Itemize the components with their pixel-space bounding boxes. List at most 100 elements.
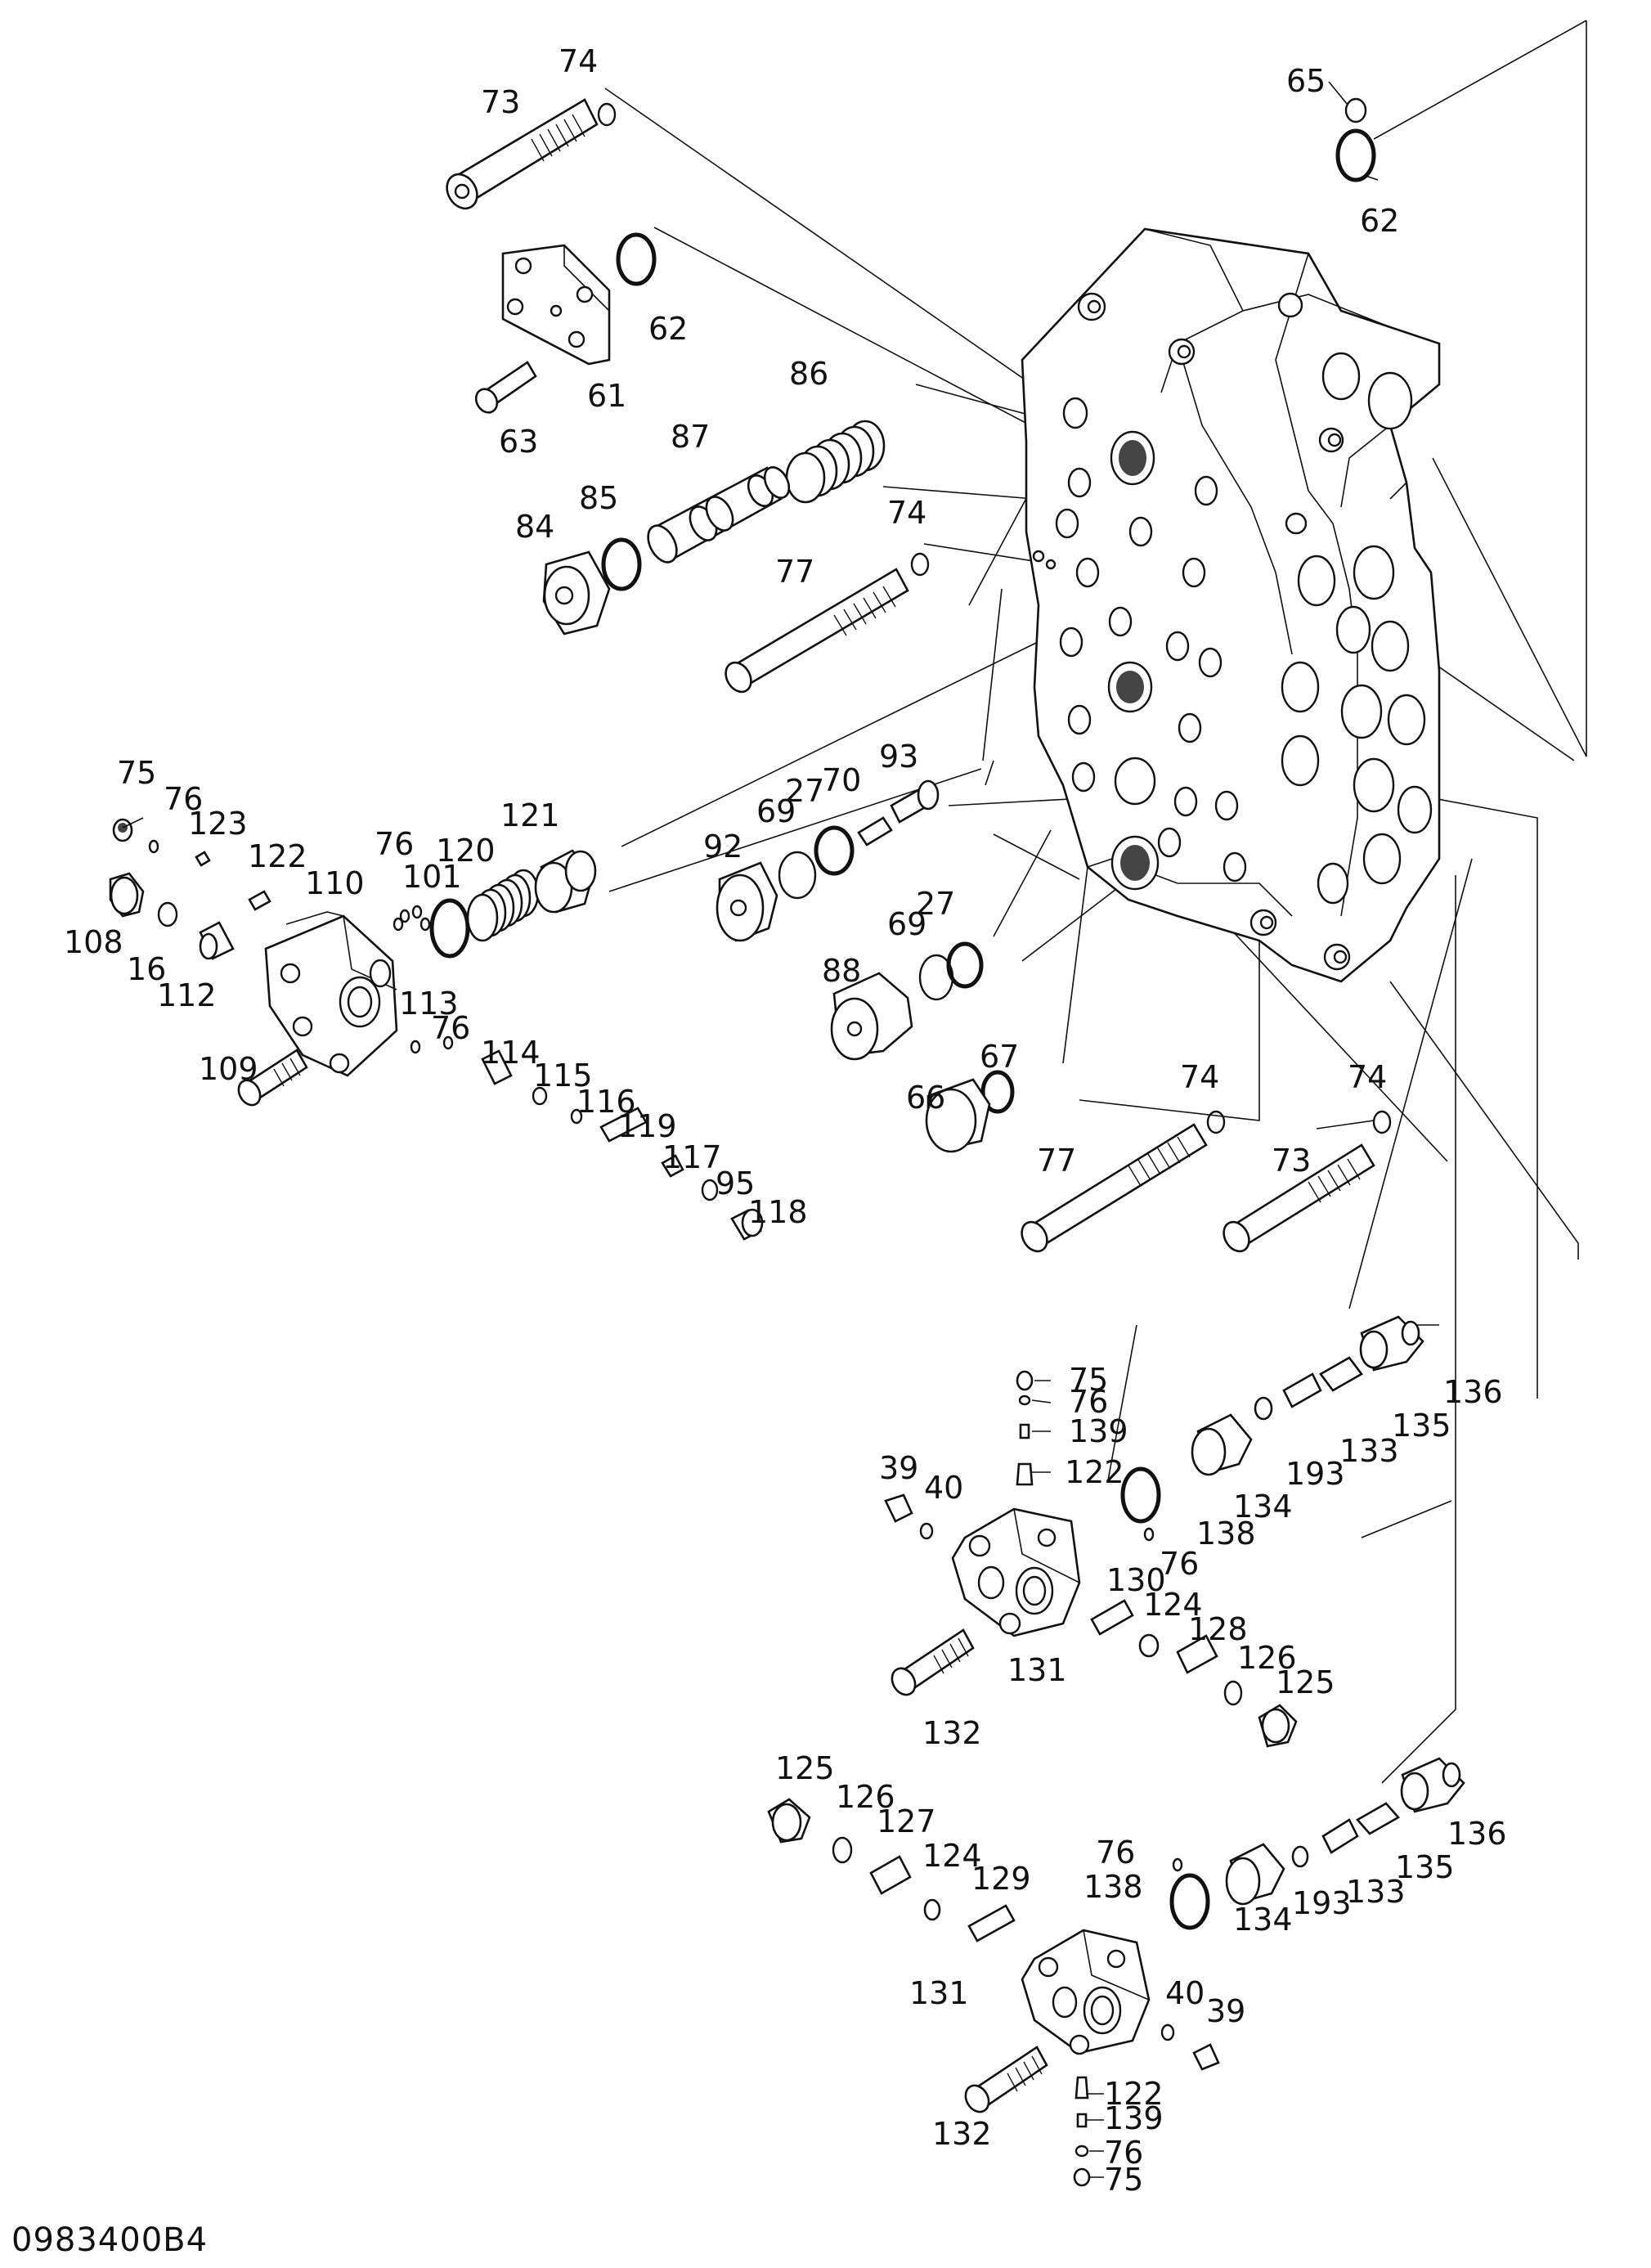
- plug-125-lower: [767, 1798, 811, 1844]
- callout-label: 130: [1106, 1562, 1166, 1598]
- callout-label: 121: [500, 797, 560, 833]
- callout-label: 133: [1346, 1874, 1406, 1910]
- spring-127: [869, 1855, 912, 1895]
- callout-label: 95: [716, 1165, 755, 1201]
- callout-label: 135: [1392, 1408, 1451, 1444]
- callout-label: 129: [971, 1861, 1031, 1897]
- callout-label: 122: [248, 838, 307, 874]
- callout-label: 66: [906, 1080, 945, 1116]
- callout-label: 76: [1160, 1546, 1199, 1582]
- callout-label: 74: [1348, 1059, 1387, 1095]
- callout-label: 39: [879, 1450, 918, 1486]
- callout-label: 118: [748, 1194, 808, 1230]
- bolt-73-low: [1223, 1143, 1375, 1253]
- callout-label: 139: [1069, 1413, 1128, 1449]
- callout-label: 76: [1096, 1835, 1135, 1871]
- oring-62-right: [1335, 128, 1376, 182]
- plug-92: [716, 861, 778, 942]
- oring-27-upper: [814, 825, 855, 876]
- callout-label: 61: [587, 378, 626, 414]
- pin-135-upper: [1319, 1356, 1363, 1392]
- bolt-73-top: [446, 98, 599, 210]
- callout-label: 119: [617, 1108, 677, 1144]
- oring-65: [1344, 97, 1367, 124]
- callout-label: 126: [836, 1779, 895, 1815]
- spring-117: [661, 1154, 684, 1178]
- callout-label: 134: [1233, 1902, 1293, 1938]
- callout-label: 76: [375, 826, 414, 862]
- callout-label: 92: [703, 829, 743, 865]
- oring-101: [429, 898, 470, 959]
- callout-label: 40: [924, 1470, 963, 1506]
- callout-label: 73: [481, 84, 520, 120]
- right-subassembly-lower: [767, 1757, 1465, 2187]
- callout-label: 16: [127, 951, 166, 987]
- callout-label: 115: [533, 1058, 593, 1094]
- plug-108: [109, 872, 145, 918]
- spring-128: [1176, 1634, 1218, 1674]
- plug-125-upper: [1258, 1704, 1298, 1748]
- callout-label: 108: [64, 924, 123, 960]
- callout-label: 73: [1272, 1143, 1311, 1179]
- diagram-code: 0983400B4: [11, 2221, 209, 2259]
- bolt-63: [474, 361, 537, 414]
- callout-label: 125: [775, 1750, 835, 1786]
- spring-120: [466, 869, 540, 942]
- bolt-77-low: [1021, 1123, 1208, 1253]
- callout-label: 65: [1286, 63, 1326, 99]
- callout-label: 77: [775, 554, 814, 590]
- washer-69-lower: [918, 954, 954, 1001]
- callout-label: 193: [1285, 1456, 1345, 1492]
- callout-label: 132: [932, 2116, 992, 2152]
- oring-27-lower: [946, 941, 984, 989]
- callout-label: 117: [662, 1139, 722, 1175]
- callout-label: 75: [1104, 2162, 1143, 2198]
- callout-label: 62: [648, 311, 688, 347]
- plug-136-upper: [1359, 1315, 1424, 1372]
- spring-86: [785, 420, 886, 504]
- callout-label: 122: [1065, 1454, 1124, 1490]
- callout-label: 124: [922, 1838, 982, 1874]
- callout-label: 133: [1339, 1433, 1399, 1469]
- plug-39-upper: [884, 1493, 913, 1523]
- cap-75-left: [112, 818, 133, 842]
- plug-136-lower: [1400, 1757, 1465, 1813]
- callout-label: 122: [1104, 2076, 1164, 2112]
- bolt-132-lower: [964, 2046, 1048, 2113]
- callout-label: 40: [1165, 1975, 1205, 2011]
- callout-label: 110: [305, 865, 365, 901]
- callout-label: 131: [909, 1975, 969, 2011]
- callout-label: 27: [785, 773, 824, 809]
- bolt-93: [890, 779, 940, 824]
- oring-85: [601, 537, 642, 591]
- washer-74-b1: [1206, 1110, 1226, 1134]
- callout-label: 136: [1447, 1816, 1507, 1852]
- callout-label: 135: [1395, 1849, 1455, 1885]
- callout-label: 193: [1292, 1885, 1352, 1921]
- callout-label: 76: [1104, 2135, 1143, 2171]
- callout-label: 75: [1069, 1362, 1108, 1398]
- housing-110: [264, 911, 398, 1077]
- pin-119: [599, 1107, 648, 1143]
- pin-130: [1090, 1599, 1134, 1636]
- pin-122-left: [248, 890, 271, 911]
- washer-69-upper: [778, 851, 817, 900]
- washer-74-top: [597, 102, 617, 127]
- plug-66: [925, 1078, 991, 1153]
- callout-label: 76: [1069, 1384, 1108, 1420]
- housing-131-upper: [951, 1507, 1081, 1637]
- callout-label: 112: [157, 977, 217, 1013]
- callout-label: 86: [789, 356, 828, 392]
- callout-label: 76: [431, 1010, 470, 1046]
- callout-label: 126: [1237, 1640, 1297, 1676]
- plug-88: [830, 972, 913, 1061]
- callout-label: 123: [188, 806, 248, 842]
- right-subassembly-upper: [884, 1315, 1424, 1748]
- housing-131-lower: [1021, 1929, 1151, 2055]
- bolt-109: [237, 1049, 308, 1107]
- callout-label: 75: [117, 755, 156, 791]
- callout-label: 136: [1443, 1374, 1503, 1410]
- spool-87: [647, 466, 791, 564]
- callout-label: 76: [164, 781, 203, 817]
- callout-label: 127: [877, 1803, 936, 1839]
